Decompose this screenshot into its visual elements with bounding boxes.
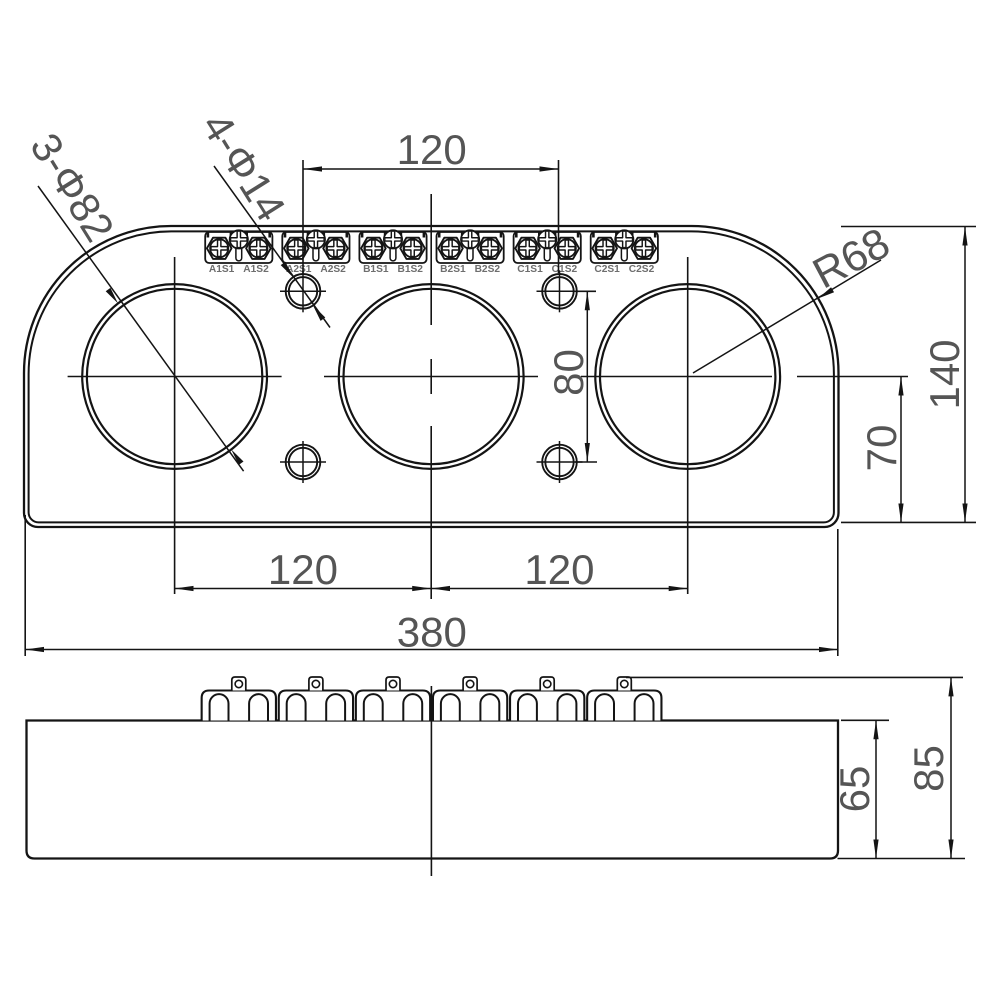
svg-text:4-Φ14: 4-Φ14 (193, 105, 295, 230)
svg-text:C1S2: C1S2 (552, 264, 578, 275)
svg-text:120: 120 (397, 126, 467, 173)
svg-text:B1S1: B1S1 (363, 264, 389, 275)
svg-text:120: 120 (268, 546, 338, 593)
svg-text:C2S2: C2S2 (629, 264, 655, 275)
svg-text:380: 380 (397, 609, 467, 656)
svg-text:140: 140 (921, 339, 968, 409)
svg-text:65: 65 (831, 766, 878, 813)
svg-text:B2S1: B2S1 (440, 264, 466, 275)
svg-text:C1S1: C1S1 (517, 264, 543, 275)
svg-text:70: 70 (858, 425, 905, 472)
svg-text:A2S1: A2S1 (286, 264, 312, 275)
svg-text:C2S1: C2S1 (594, 264, 620, 275)
svg-text:A1S2: A1S2 (243, 264, 269, 275)
svg-text:80: 80 (545, 349, 592, 396)
svg-text:A2S2: A2S2 (320, 264, 346, 275)
svg-text:120: 120 (524, 546, 594, 593)
svg-text:B2S2: B2S2 (475, 264, 501, 275)
svg-text:85: 85 (905, 745, 952, 792)
svg-text:3-Φ82: 3-Φ82 (21, 125, 123, 250)
svg-text:A1S1: A1S1 (209, 264, 235, 275)
svg-text:R68: R68 (805, 219, 897, 298)
svg-text:B1S2: B1S2 (397, 264, 423, 275)
